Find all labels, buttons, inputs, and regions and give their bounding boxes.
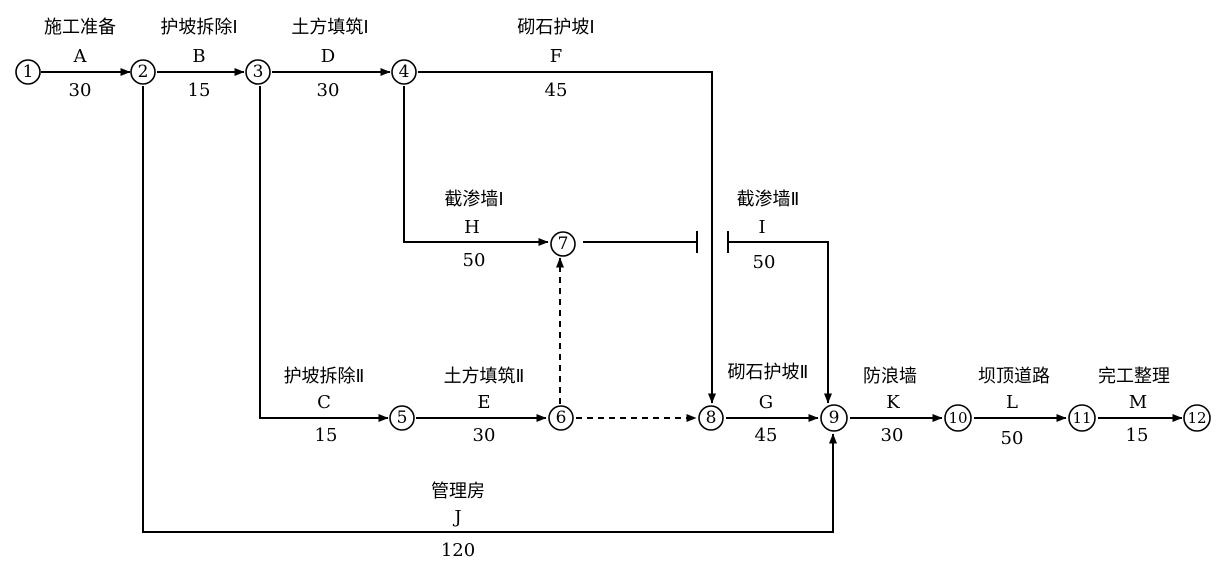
activity-i-duration: 50 xyxy=(753,252,776,273)
activity-h-duration: 50 xyxy=(463,250,486,271)
svg-text:1: 1 xyxy=(23,62,34,82)
activity-e-code: E xyxy=(477,392,490,413)
activity-k-duration: 30 xyxy=(881,425,904,446)
edge-j xyxy=(142,86,837,533)
activity-e-duration: 30 xyxy=(473,425,496,446)
svg-text:11: 11 xyxy=(1072,409,1091,427)
activity-m-code: M xyxy=(1129,392,1147,413)
svg-text:2: 2 xyxy=(138,62,149,82)
activity-l-duration: 50 xyxy=(1001,428,1024,449)
activity-b-name: 护坡拆除Ⅰ xyxy=(160,17,237,38)
svg-text:4: 4 xyxy=(399,62,410,82)
activity-c-code: C xyxy=(317,392,331,413)
node-10: 10 xyxy=(944,404,972,432)
node-11: 11 xyxy=(1068,404,1096,432)
activity-c-duration: 15 xyxy=(315,425,338,446)
activity-f-code: F xyxy=(550,46,563,67)
svg-text:10: 10 xyxy=(948,409,967,427)
activity-a-code: A xyxy=(73,46,88,67)
activity-g-code: G xyxy=(759,392,773,413)
node-2: 2 xyxy=(130,59,156,85)
node-8: 8 xyxy=(698,405,724,431)
node-12: 12 xyxy=(1183,404,1211,432)
activity-d-name: 土方填筑Ⅰ xyxy=(291,17,368,38)
activity-e-name: 土方填筑Ⅱ xyxy=(444,366,525,387)
activity-d-duration: 30 xyxy=(317,80,340,101)
activity-k-code: K xyxy=(886,392,900,413)
activity-a-duration: 30 xyxy=(69,80,92,101)
node-1: 1 xyxy=(15,59,41,85)
activity-i-code: I xyxy=(758,217,765,238)
activity-f-name: 砌石护坡Ⅰ xyxy=(517,17,594,38)
activity-k-name: 防浪墙 xyxy=(863,366,917,387)
svg-text:6: 6 xyxy=(556,408,567,428)
node-9: 9 xyxy=(820,404,848,432)
edge-f xyxy=(418,71,716,404)
activity-c-name: 护坡拆除Ⅱ xyxy=(284,366,365,387)
activity-m-name: 完工整理 xyxy=(1098,366,1170,387)
node-4: 4 xyxy=(391,59,417,85)
activity-f-duration: 45 xyxy=(545,80,568,101)
activity-g-duration: 45 xyxy=(755,425,778,446)
activity-h-name: 截渗墙Ⅰ xyxy=(444,189,503,210)
activity-d-code: D xyxy=(321,46,335,67)
activity-l-name: 坝顶道路 xyxy=(978,366,1050,387)
activity-j-code: J xyxy=(452,507,461,528)
svg-text:8: 8 xyxy=(706,408,717,428)
svg-text:3: 3 xyxy=(253,62,264,82)
activity-l-code: L xyxy=(1006,392,1018,413)
activity-j-duration: 120 xyxy=(441,540,475,561)
activity-i-name: 截渗墙Ⅱ xyxy=(737,189,800,210)
svg-text:5: 5 xyxy=(397,408,408,428)
node-7: 7 xyxy=(550,231,576,257)
activity-b-duration: 15 xyxy=(188,80,211,101)
svg-text:7: 7 xyxy=(558,234,569,254)
activity-g-name: 砌石护坡Ⅱ xyxy=(728,362,809,383)
edge-h xyxy=(403,86,549,246)
svg-text:9: 9 xyxy=(829,408,840,428)
node-3: 3 xyxy=(245,59,271,85)
activity-j-name: 管理房 xyxy=(431,481,485,502)
edge-c xyxy=(259,86,389,422)
svg-text:12: 12 xyxy=(1187,409,1206,427)
activity-b-code: B xyxy=(192,46,205,67)
node-6: 6 xyxy=(548,405,574,431)
edge-i-right xyxy=(728,241,832,404)
activity-h-code: H xyxy=(464,217,480,238)
activity-a-name: 施工准备 xyxy=(44,17,116,38)
node-5: 5 xyxy=(389,405,415,431)
activity-m-duration: 15 xyxy=(1126,425,1149,446)
